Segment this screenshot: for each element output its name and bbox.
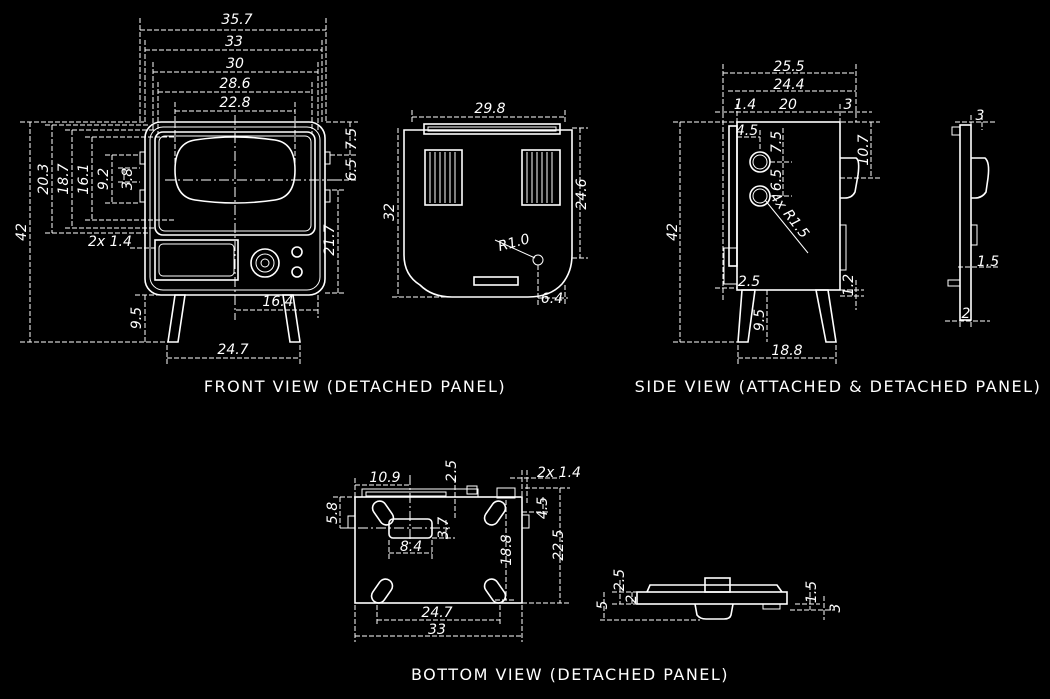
dim-32: 32 bbox=[382, 203, 398, 221]
side-dimensions: 25.5 24.4 1.4 20 3 42 4.5 7.5 6.5 10.7 4… bbox=[665, 59, 880, 365]
leg bbox=[282, 294, 301, 343]
dim-5.8: 5.8 bbox=[325, 502, 341, 524]
dim-2: 2 bbox=[962, 306, 971, 322]
side-view: 25.5 24.4 1.4 20 3 42 4.5 7.5 6.5 10.7 4… bbox=[635, 59, 1042, 396]
side-view-title: SIDE VIEW (ATTACHED & DETACHED PANEL) bbox=[635, 377, 1042, 396]
bottom-view: 10.9 2.5 2x 1.4 5.8 3.7 4.5 8.4 18.8 22.… bbox=[325, 460, 844, 684]
dim-10.9: 10.9 bbox=[369, 470, 400, 486]
button bbox=[291, 246, 303, 258]
dim-6.4: 6.4 bbox=[541, 291, 563, 307]
dim-3: 3 bbox=[976, 108, 985, 124]
dim-6.5: 6.5 bbox=[344, 159, 360, 181]
dim-3: 3 bbox=[828, 604, 844, 613]
bottom-slot bbox=[473, 276, 519, 286]
detached-panel-side: 3 1.5 2 bbox=[945, 108, 1000, 328]
dim-42: 42 bbox=[665, 223, 681, 241]
dim-33: 33 bbox=[225, 34, 243, 50]
dim-2x1.4: 2x 1.4 bbox=[88, 234, 132, 250]
dim-24.6: 24.6 bbox=[574, 178, 590, 209]
dim-3: 3 bbox=[844, 97, 853, 113]
dim-9.2: 9.2 bbox=[96, 168, 112, 190]
dim-6.5: 6.5 bbox=[769, 169, 785, 191]
dim-22.5: 22.5 bbox=[551, 529, 567, 560]
leg bbox=[737, 289, 756, 343]
dim-20: 20 bbox=[779, 97, 797, 113]
dim-24.7: 24.7 bbox=[217, 342, 248, 358]
vent-left bbox=[424, 149, 463, 206]
screw-hole bbox=[532, 254, 544, 266]
dim-8.4: 8.4 bbox=[400, 539, 422, 555]
dim-25.5: 25.5 bbox=[773, 59, 804, 75]
dim-24.4: 24.4 bbox=[773, 77, 804, 93]
dim-29.8: 29.8 bbox=[474, 101, 505, 117]
dim-2.5: 2.5 bbox=[738, 274, 760, 290]
dim-4xR1.5: 4x R1.5 bbox=[766, 189, 812, 241]
bottom-side-profile: 2.5 5 2 1.5 3 bbox=[595, 569, 844, 621]
dim-1.5: 1.5 bbox=[977, 254, 999, 270]
dim-16.4: 16.4 bbox=[262, 294, 293, 310]
dim-22.8: 22.8 bbox=[219, 95, 250, 111]
dim-R1.0: R1.0 bbox=[496, 231, 531, 255]
dim-3.8: 3.8 bbox=[120, 168, 136, 190]
dim-42: 42 bbox=[14, 223, 30, 241]
dim-3.7: 3.7 bbox=[436, 517, 452, 539]
dim-16.1: 16.1 bbox=[76, 163, 92, 194]
vent-right bbox=[521, 149, 561, 206]
dim-1.5: 1.5 bbox=[804, 581, 820, 603]
dim-28.6: 28.6 bbox=[219, 76, 250, 92]
tv-body-front bbox=[139, 115, 340, 343]
dim-2.5: 2.5 bbox=[444, 460, 460, 482]
dim-18.7: 18.7 bbox=[56, 163, 72, 194]
front-view: 35.7 33 30 28.6 22.8 42 20.3 18.7 16.1 9… bbox=[14, 12, 506, 396]
back-dimensions: 29.8 32 24.6 R1.0 6.4 bbox=[382, 101, 590, 307]
dim-21.7: 21.7 bbox=[322, 224, 338, 255]
dim-1.4: 1.4 bbox=[734, 97, 756, 113]
dim-9.5: 9.5 bbox=[129, 307, 145, 329]
leg bbox=[815, 289, 837, 343]
mounting-slots bbox=[370, 500, 507, 604]
button bbox=[291, 266, 303, 278]
dim-35.7: 35.7 bbox=[221, 12, 252, 28]
bottom-view-title: BOTTOM VIEW (DETACHED PANEL) bbox=[411, 665, 729, 684]
leg bbox=[167, 294, 186, 343]
dim-30: 30 bbox=[226, 56, 244, 72]
dim-4.5: 4.5 bbox=[535, 497, 551, 519]
front-panel bbox=[154, 239, 239, 281]
dim-18.8: 18.8 bbox=[771, 343, 802, 359]
dim-18.8: 18.8 bbox=[499, 534, 515, 565]
dim-2: 2 bbox=[624, 594, 640, 603]
dim-9.5: 9.5 bbox=[752, 309, 768, 331]
dim-1.2: 1.2 bbox=[841, 274, 857, 296]
detached-panel-edge bbox=[728, 125, 738, 267]
screen bbox=[174, 136, 296, 204]
dim-33: 33 bbox=[428, 622, 446, 638]
dim-20.3: 20.3 bbox=[36, 163, 52, 194]
front-dimensions: 35.7 33 30 28.6 22.8 42 20.3 18.7 16.1 9… bbox=[14, 12, 360, 365]
dim-5: 5 bbox=[595, 600, 611, 609]
dim-10.7: 10.7 bbox=[856, 134, 872, 165]
back-view: 29.8 32 24.6 R1.0 6.4 bbox=[382, 101, 590, 307]
dim-2.5: 2.5 bbox=[612, 569, 628, 591]
dim-2x1.4: 2x 1.4 bbox=[537, 465, 581, 481]
top-rail bbox=[423, 123, 561, 135]
front-view-title: FRONT VIEW (DETACHED PANEL) bbox=[204, 377, 506, 396]
dial-knob bbox=[250, 248, 280, 278]
dim-7.5: 7.5 bbox=[769, 131, 785, 153]
dim-4.5: 4.5 bbox=[736, 123, 758, 139]
dim-24.7: 24.7 bbox=[421, 605, 452, 621]
bottom-dimensions: 10.9 2.5 2x 1.4 5.8 3.7 4.5 8.4 18.8 22.… bbox=[325, 460, 581, 642]
dim-7.5: 7.5 bbox=[344, 128, 360, 150]
